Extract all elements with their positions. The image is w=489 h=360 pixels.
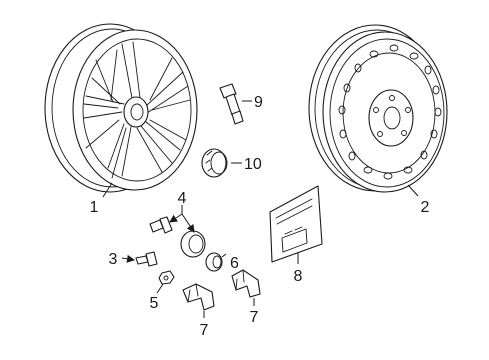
valve-stem: 9 [219,83,263,125]
spare-wheel-hub [368,89,414,147]
callout-6: 6 [230,255,239,272]
wheel-hub [123,96,149,128]
steel-spare-wheel: 2 [308,24,448,216]
callout-7b: 7 [250,309,259,326]
callout-8: 8 [294,268,303,285]
sensor-clip-right: 7 [231,269,261,326]
callout-3: 3 [109,251,118,268]
callout-10: 10 [244,156,262,173]
sensor-clip-left: 7 [182,283,215,339]
tpms-sensor: 10 [201,148,262,178]
callout-9: 9 [254,94,263,111]
callout-1: 1 [90,199,99,216]
valve-cap: 6 [205,252,239,272]
nut: 5 [150,270,175,312]
lock-bolt-set: 4 [149,190,206,258]
callout-2: 2 [421,199,430,216]
wheel-spokes [83,41,191,179]
wheel-bolt: 3 [109,251,158,268]
info-label: 8 [269,185,323,285]
callout-4: 4 [178,190,187,207]
callout-7a: 7 [200,322,209,339]
alloy-wheel: 1 [44,23,198,216]
ventilation-holes [338,44,442,180]
callout-5: 5 [150,295,159,312]
